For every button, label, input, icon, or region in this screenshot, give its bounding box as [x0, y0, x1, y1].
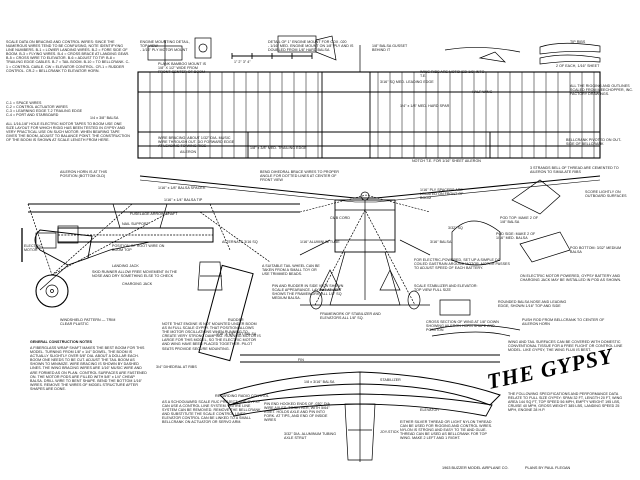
label-sq: 3/32" SQ: [448, 226, 463, 230]
label-spar: 1/4" x 1/8" MED. HARD SPAR: [400, 104, 450, 108]
note-tip-ribs: TIP RIBS: [570, 40, 586, 44]
label-a-frame: 1/8 x 3/16" BALSA: [304, 380, 335, 384]
label-dihedral: 3/4" DIHEDRAL AT RIBS: [156, 365, 197, 369]
note-skid: SKID RUNNER ALLOW FREE MOVEMENT IN THE N…: [92, 270, 178, 279]
note-balsa-size: 1/4 x 3/8" BALSA: [90, 116, 119, 120]
note-cut-sheet: 2 OF EACH, 1/16" SHEET: [556, 64, 600, 68]
label-elevator: ELEVATOR: [420, 408, 439, 412]
note-alt-spar: ALTERNATE 3/16 SQ: [222, 240, 258, 244]
note-wire-key: C-1 = SPACE WIRES C-2 = CONTROL ACTUATOR…: [6, 101, 83, 118]
label-aileron: AILERON: [180, 150, 197, 154]
note-motor-mount: 1/16" PLY SPACERS ARE LOCATED ON FRONT O…: [420, 188, 464, 201]
note-score-lights: SCORE LIGHTLY ON OUTBOARD SURFACES: [585, 190, 627, 199]
note-pod-bottom: POD BOTTOM: 3/32" MEDIUM BALSA: [570, 246, 622, 255]
label-elec-motor: ELECTRIC MOTOR: [24, 244, 43, 253]
credit-right: PLANS BY PAUL FLEGAN: [525, 466, 571, 470]
note-landing-jack: LANDING JACK: [112, 264, 139, 268]
label-fin: FIN: [298, 358, 304, 362]
label-tubing: 1/16" ALUMINUM TUBE: [300, 240, 340, 244]
note-push-rod: PUSH ROD FROM BELLCRANK TO CENTER OF AIL…: [522, 318, 605, 327]
note-pod-top: POD TOP: MAKE 2 OF 1/8" BALSA: [500, 216, 539, 225]
note-rounded: ROUNDED BALSA NOSE AND LEADING EDGE, SHO…: [498, 300, 567, 309]
note-balsa-gusset: 1/8" BALSA GUSSET BEHIND IT: [372, 44, 408, 53]
note-top-spacer: 1/16" x 1/8" BALSA SPACER: [158, 186, 206, 190]
note-fuselage-arrow: FUSELAGE ARROW SHAFT: [130, 212, 178, 216]
label-stabilizer: STABILIZER: [380, 378, 401, 382]
note-cross-section: CROSS SECTION OF WING AT 1/8" DOWN SHOWI…: [426, 320, 499, 333]
label-half-wing: HALF WING: [472, 90, 493, 94]
note-charging-jack: CHARGING JACK: [122, 282, 153, 286]
label-windshield: WINDSHIELD PATTERN — TRIM CLEAR PLASTIC: [60, 318, 116, 327]
note-rib-detail: DETAIL OF 1" ENGINE MOUNT FOR COX .020 -…: [268, 40, 354, 53]
stabilizer-plan: [219, 371, 501, 462]
note-motor-plug: FOR ELECTRIC-POWERED, SET UP A SIMPLE DC…: [414, 258, 510, 271]
note-wing-notch: WING RIBS ARE NOTCHED 1/8" INTO T.E.: [420, 70, 485, 79]
note-pin-hooked: PIN END HOOKED ENDS OF .030" DIA. WIRE A…: [264, 402, 332, 423]
note-top-left: SCALE DATA ON BRACING AND CONTROL WIRES:…: [6, 40, 130, 73]
note-bottom-center: AS A SCHOOLWARD SCALE RUC PROJECT, THE G…: [162, 400, 261, 425]
note-wing-bracing: WIRE BRACING: ABOUT 1/32" DIA. MUSIC WIR…: [158, 136, 235, 149]
note-boom-pos: POSITION OF ROOT WIRE ON BOOM TOP: [112, 244, 165, 253]
note-framework: FRAMEWORK OF STABILIZER AND ELEVATORS AL…: [320, 312, 381, 321]
label-rt-balsa: 3/16" BALSA: [430, 240, 452, 244]
label-tip-wire: 1/16" x 1/4" BALSA TIP: [164, 198, 203, 202]
note-link-wire: EITHER SILVER THREAD OR LIGHT NYLON THRE…: [400, 420, 493, 441]
credit-left: 1963 BUZZER MODEL AIRPLANE CO.: [442, 466, 509, 470]
note-aileron-horn: AILERON HORN IS AT THIS POSITION (BOTTOM…: [60, 170, 108, 179]
note-bend: BEND DIHEDRAL BRACE WIRES TO PROPER ANGL…: [260, 170, 339, 183]
label-trailing-edge: 1/8" x 3/8" MED. TRAILING EDGE: [250, 146, 307, 150]
note-wind: WING AND TAIL SURFACES CAN BE COVERED WI…: [508, 340, 623, 353]
label-joystick: JOY-STICK: [380, 430, 399, 434]
engine-mount-detail: [147, 35, 337, 66]
note-pin-rudder: PIN AND RUDDER IN SIDE VIEW SHOWN SCALE …: [272, 284, 344, 301]
note-engine-mounting: ENGINE MOUNTING DETAIL, TOP VIEW - 1/16"…: [140, 40, 190, 53]
note-tail-wheel: A SUITABLE TAIL WHEEL CAN BE TAKEN FROM …: [262, 264, 320, 277]
label-leading-edge: 3/16" SQ MED. LEADING EDGE: [380, 80, 434, 84]
label-notch-te: NOTCH T.E. FOR 1/16" SHEET AILERON: [412, 159, 481, 163]
label-rudder: RUDDER: [228, 318, 244, 322]
pod-detail: [429, 179, 571, 337]
note-mid-left: ALL 1/16-1/8" HOLE ELECTRIC MOTOR TAPES …: [6, 122, 130, 143]
scale-ruler: [231, 53, 313, 59]
note-nail-support: NAIL SUPPORT: [122, 222, 149, 226]
tip-rib-detail: [444, 42, 601, 65]
note-axle: 3/32" DIA. ALUMINUM TUBING AXLE STRUT: [284, 432, 337, 441]
label-cut-balsa: 1/16" x 1/4" CUT BALSA: [216, 332, 257, 336]
note-specs: THE FOLLOWING SPECIFICATIONS AND PERFORM…: [508, 392, 623, 413]
note-bamboo: PLANK BAMBOO MOUNT IS 1/8" X 1/2" WIDE F…: [158, 62, 207, 75]
side-view: [21, 203, 300, 308]
general-notes-body: A FIBERGLASS WRAP SHAFT MAKES THE BEST B…: [30, 346, 147, 391]
top-wing-plan: [137, 45, 601, 159]
tail-boom: [198, 264, 500, 363]
label-cmb: CMB CORD: [330, 216, 350, 220]
general-notes-title: GENERAL CONSTRUCTION NOTES: [30, 340, 93, 344]
note-pod-side: POD SIDE: MAKE 2 OF 1/16" MED. BALSA: [496, 232, 536, 241]
note-scale-elev: SCALE STABILIZER AND ELEVATOR: TOP VIEW …: [414, 284, 478, 293]
note-regard-radio: REGARDING RADIO CONTROL: [215, 394, 269, 398]
note-ruler: 1" 2" 3" 4": [234, 60, 251, 64]
note-elec-mot: ON ELECTRIC MOTOR POWERED, GYPSY BATTERY…: [520, 274, 622, 283]
note-glue: ALL THE RIGGING AND OUTLINES SCALED FROM…: [570, 84, 634, 97]
note-thread: 3 STRANDS BELL OF THREAD ARE CEMENTED TO…: [530, 166, 619, 175]
note-mid-center: NOTE THAT ENGINE IS NOT MOUNTED UNDER BO…: [162, 322, 261, 351]
note-bellcrank: BELLCRANK PIVOTED ON OUT-SIDE OF BELLCRA…: [566, 138, 622, 147]
